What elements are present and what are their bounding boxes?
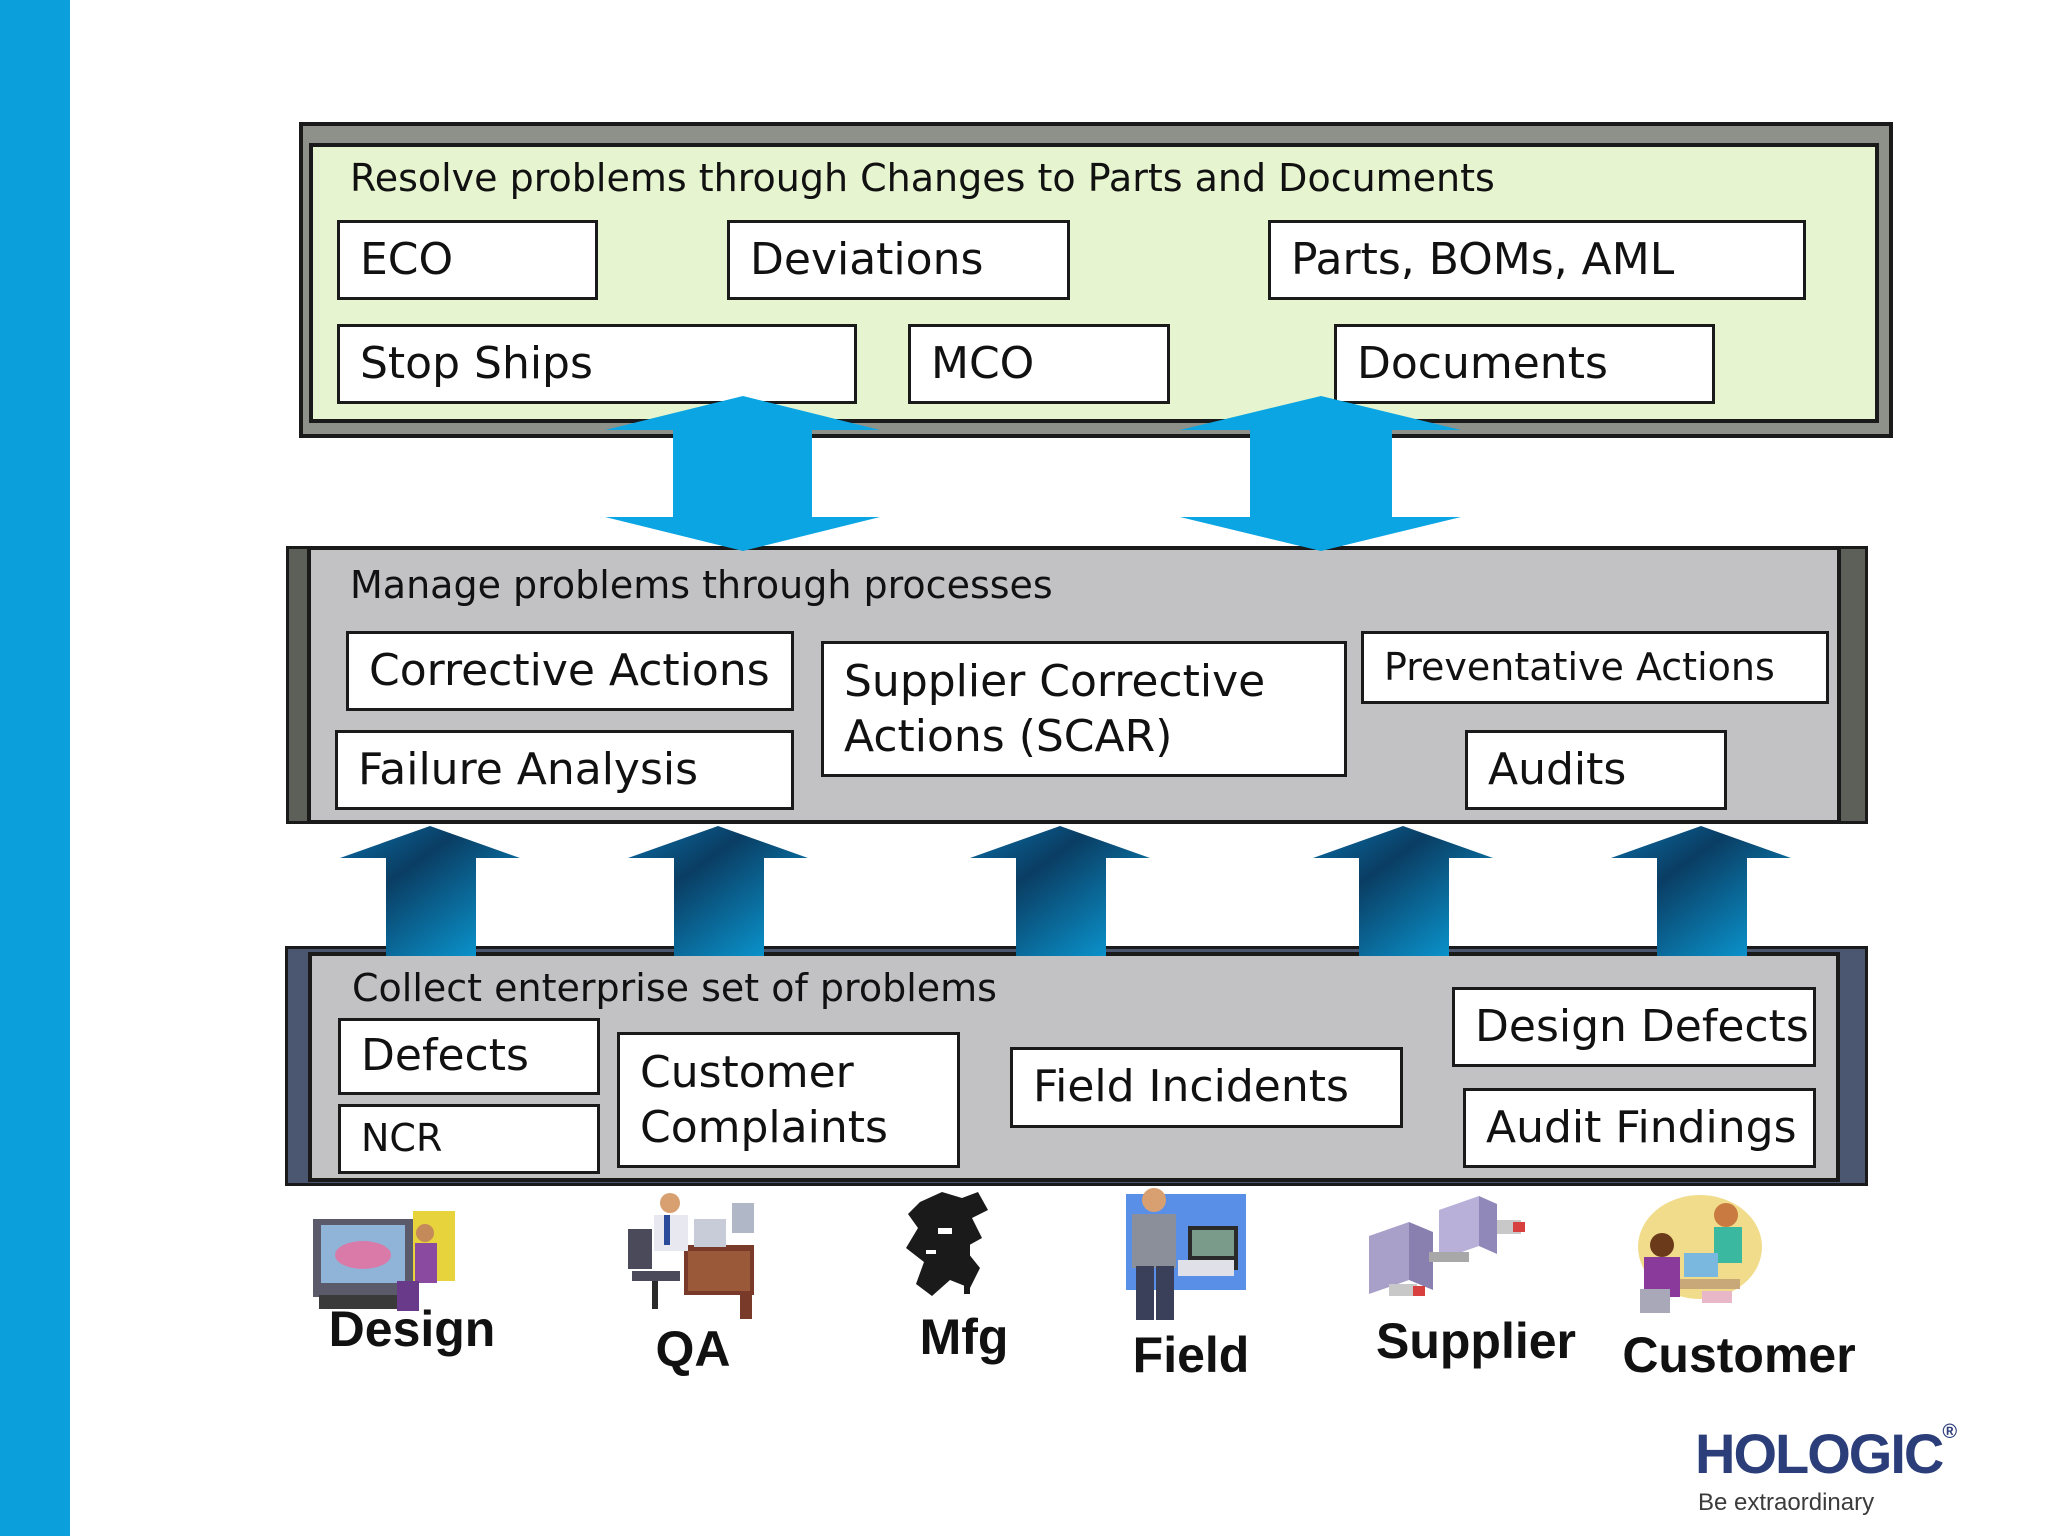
eco-box: ECO xyxy=(337,220,598,300)
source-label-supplier: Supplier xyxy=(1375,1313,1577,1369)
corrective-actions-box: Corrective Actions xyxy=(346,631,794,711)
up-arrow-4 xyxy=(1313,826,1493,956)
defects-box: Defects xyxy=(338,1018,600,1095)
design-defects-box: Design Defects xyxy=(1452,987,1816,1067)
manufacturing-clipart-icon xyxy=(902,1188,992,1300)
mco-label: MCO xyxy=(931,337,1035,389)
audits-box: Audits xyxy=(1465,730,1727,810)
ncr-box: NCR xyxy=(338,1104,600,1174)
documents-box: Documents xyxy=(1334,324,1715,404)
failure-analysis-box: Failure Analysis xyxy=(335,730,794,810)
eco-label: ECO xyxy=(360,233,454,285)
documents-label: Documents xyxy=(1357,337,1608,389)
audit-findings-box: Audit Findings xyxy=(1463,1088,1816,1168)
source-label-design: Design xyxy=(328,1301,496,1357)
preventative-actions-label: Preventative Actions xyxy=(1384,644,1775,689)
sidebar-accent xyxy=(0,0,70,1536)
source-label-customer: Customer xyxy=(1622,1327,1856,1383)
corrective-actions-label: Corrective Actions xyxy=(369,644,770,696)
designer-clipart-icon xyxy=(313,1211,455,1311)
logo-registered-mark: ® xyxy=(1942,1421,1958,1443)
middle-layer-title: Manage problems through processes xyxy=(350,563,1053,607)
source-label-field: Field xyxy=(1132,1327,1250,1383)
up-arrow-2 xyxy=(628,826,808,956)
logo-name: HOLOGIC xyxy=(1695,1422,1944,1485)
field-incidents-label: Field Incidents xyxy=(1033,1061,1349,1113)
customer-clipart-icon xyxy=(1638,1195,1762,1313)
bottom-layer-title: Collect enterprise set of problems xyxy=(352,966,997,1010)
stop-ships-box: Stop Ships xyxy=(337,324,857,404)
field-technician-clipart-icon xyxy=(1126,1188,1246,1320)
field-incidents-box: Field Incidents xyxy=(1010,1047,1403,1128)
customer-complaints-label: Customer Complaints xyxy=(640,1047,888,1153)
audit-findings-label: Audit Findings xyxy=(1486,1101,1797,1153)
audits-label: Audits xyxy=(1488,743,1627,795)
defects-label: Defects xyxy=(361,1030,529,1082)
design-defects-label: Design Defects xyxy=(1475,1000,1809,1052)
ncr-label: NCR xyxy=(361,1116,443,1161)
customer-complaints-box: Customer Complaints xyxy=(617,1032,960,1168)
scar-label: Supplier Corrective Actions (SCAR) xyxy=(844,656,1266,762)
stop-ships-label: Stop Ships xyxy=(360,337,593,389)
logo-tagline: Be extraordinary xyxy=(1698,1489,1875,1516)
parts-boms-aml-label: Parts, BOMs, AML xyxy=(1291,233,1675,285)
failure-analysis-label: Failure Analysis xyxy=(358,743,699,795)
deviations-box: Deviations xyxy=(727,220,1070,300)
up-arrow-5 xyxy=(1611,826,1791,956)
up-arrow-3 xyxy=(970,826,1150,956)
top-layer-title: Resolve problems through Changes to Part… xyxy=(350,156,1495,200)
source-label-qa: QA xyxy=(655,1321,731,1377)
qa-desk-clipart-icon xyxy=(628,1193,754,1319)
mco-box: MCO xyxy=(908,324,1170,404)
deviations-label: Deviations xyxy=(750,233,984,285)
up-arrow-1 xyxy=(340,826,520,956)
parts-boms-aml-box: Parts, BOMs, AML xyxy=(1268,220,1806,300)
hologic-logo: HOLOGIC® xyxy=(1695,1421,1957,1486)
supplier-network-clipart-icon xyxy=(1369,1196,1525,1296)
scar-box: Supplier Corrective Actions (SCAR) xyxy=(821,641,1347,777)
source-label-mfg: Mfg xyxy=(919,1309,1009,1365)
preventative-actions-box: Preventative Actions xyxy=(1361,631,1829,704)
